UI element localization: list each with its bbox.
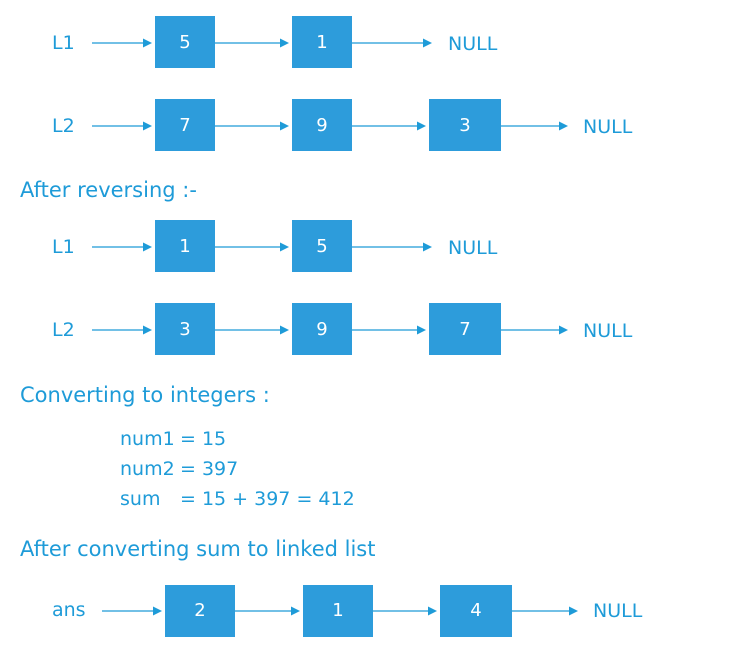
arrowhead-icon [143,38,152,48]
node-value: 1 [332,600,344,621]
list-name-l1: L1 [52,32,75,54]
arrowhead-icon [559,325,568,335]
calc-sum-label: sum [120,488,161,510]
calc-num2-value: = 397 [180,458,239,480]
arrowhead-icon [280,121,289,131]
null-terminator: NULL [448,237,498,259]
list-name-l1: L1 [52,236,75,258]
null-terminator: NULL [583,116,633,138]
arrowhead-icon [280,242,289,252]
list-name-l2: L2 [52,115,75,137]
list-name-ans: ans [52,599,86,621]
list-node-box [429,99,501,151]
arrowhead-icon [428,606,437,616]
node-value: 7 [179,115,191,136]
arrowhead-icon [569,606,578,616]
arrowhead-icon [291,606,300,616]
arrowhead-icon [280,38,289,48]
null-terminator: NULL [593,600,643,622]
calc-num1-label: num1 [120,428,175,450]
list-node-box [155,303,215,355]
list-node-box [292,99,352,151]
node-value: 3 [459,115,471,136]
list-node-box [155,220,215,272]
calc-sum-value: = 15 + 397 = 412 [180,488,355,510]
arrowhead-icon [417,325,426,335]
list-name-l2: L2 [52,319,75,341]
calc-num1-value: = 15 [180,428,227,450]
list-node-box [165,585,235,637]
arrowhead-icon [143,121,152,131]
list-node-box [429,303,501,355]
node-value: 4 [470,600,482,621]
arrowhead-icon [153,606,162,616]
arrowhead-icon [280,325,289,335]
list-node-box [155,99,215,151]
node-value: 3 [179,319,191,340]
arrowhead-icon [559,121,568,131]
heading-after-reversing: After reversing :- [20,178,197,202]
arrowhead-icon [143,325,152,335]
node-value: 9 [316,319,328,340]
list-node-box [292,220,352,272]
null-terminator: NULL [448,33,498,55]
heading-converting: Converting to integers : [20,383,270,407]
arrowhead-icon [423,242,432,252]
arrowhead-icon [143,242,152,252]
node-value: 2 [194,600,206,621]
node-value: 1 [316,32,328,53]
calc-num2-label: num2 [120,458,175,480]
heading-after-converting: After converting sum to linked list [20,537,376,561]
node-value: 9 [316,115,328,136]
list-node-box [292,16,352,68]
null-terminator: NULL [583,320,633,342]
arrowhead-icon [423,38,432,48]
node-value: 1 [179,236,191,257]
arrowhead-icon [417,121,426,131]
node-value: 5 [179,32,191,53]
node-value: 7 [459,319,471,340]
node-value: 5 [316,236,328,257]
list-node-box [292,303,352,355]
list-node-box [440,585,512,637]
list-node-box [155,16,215,68]
list-node-box [303,585,373,637]
